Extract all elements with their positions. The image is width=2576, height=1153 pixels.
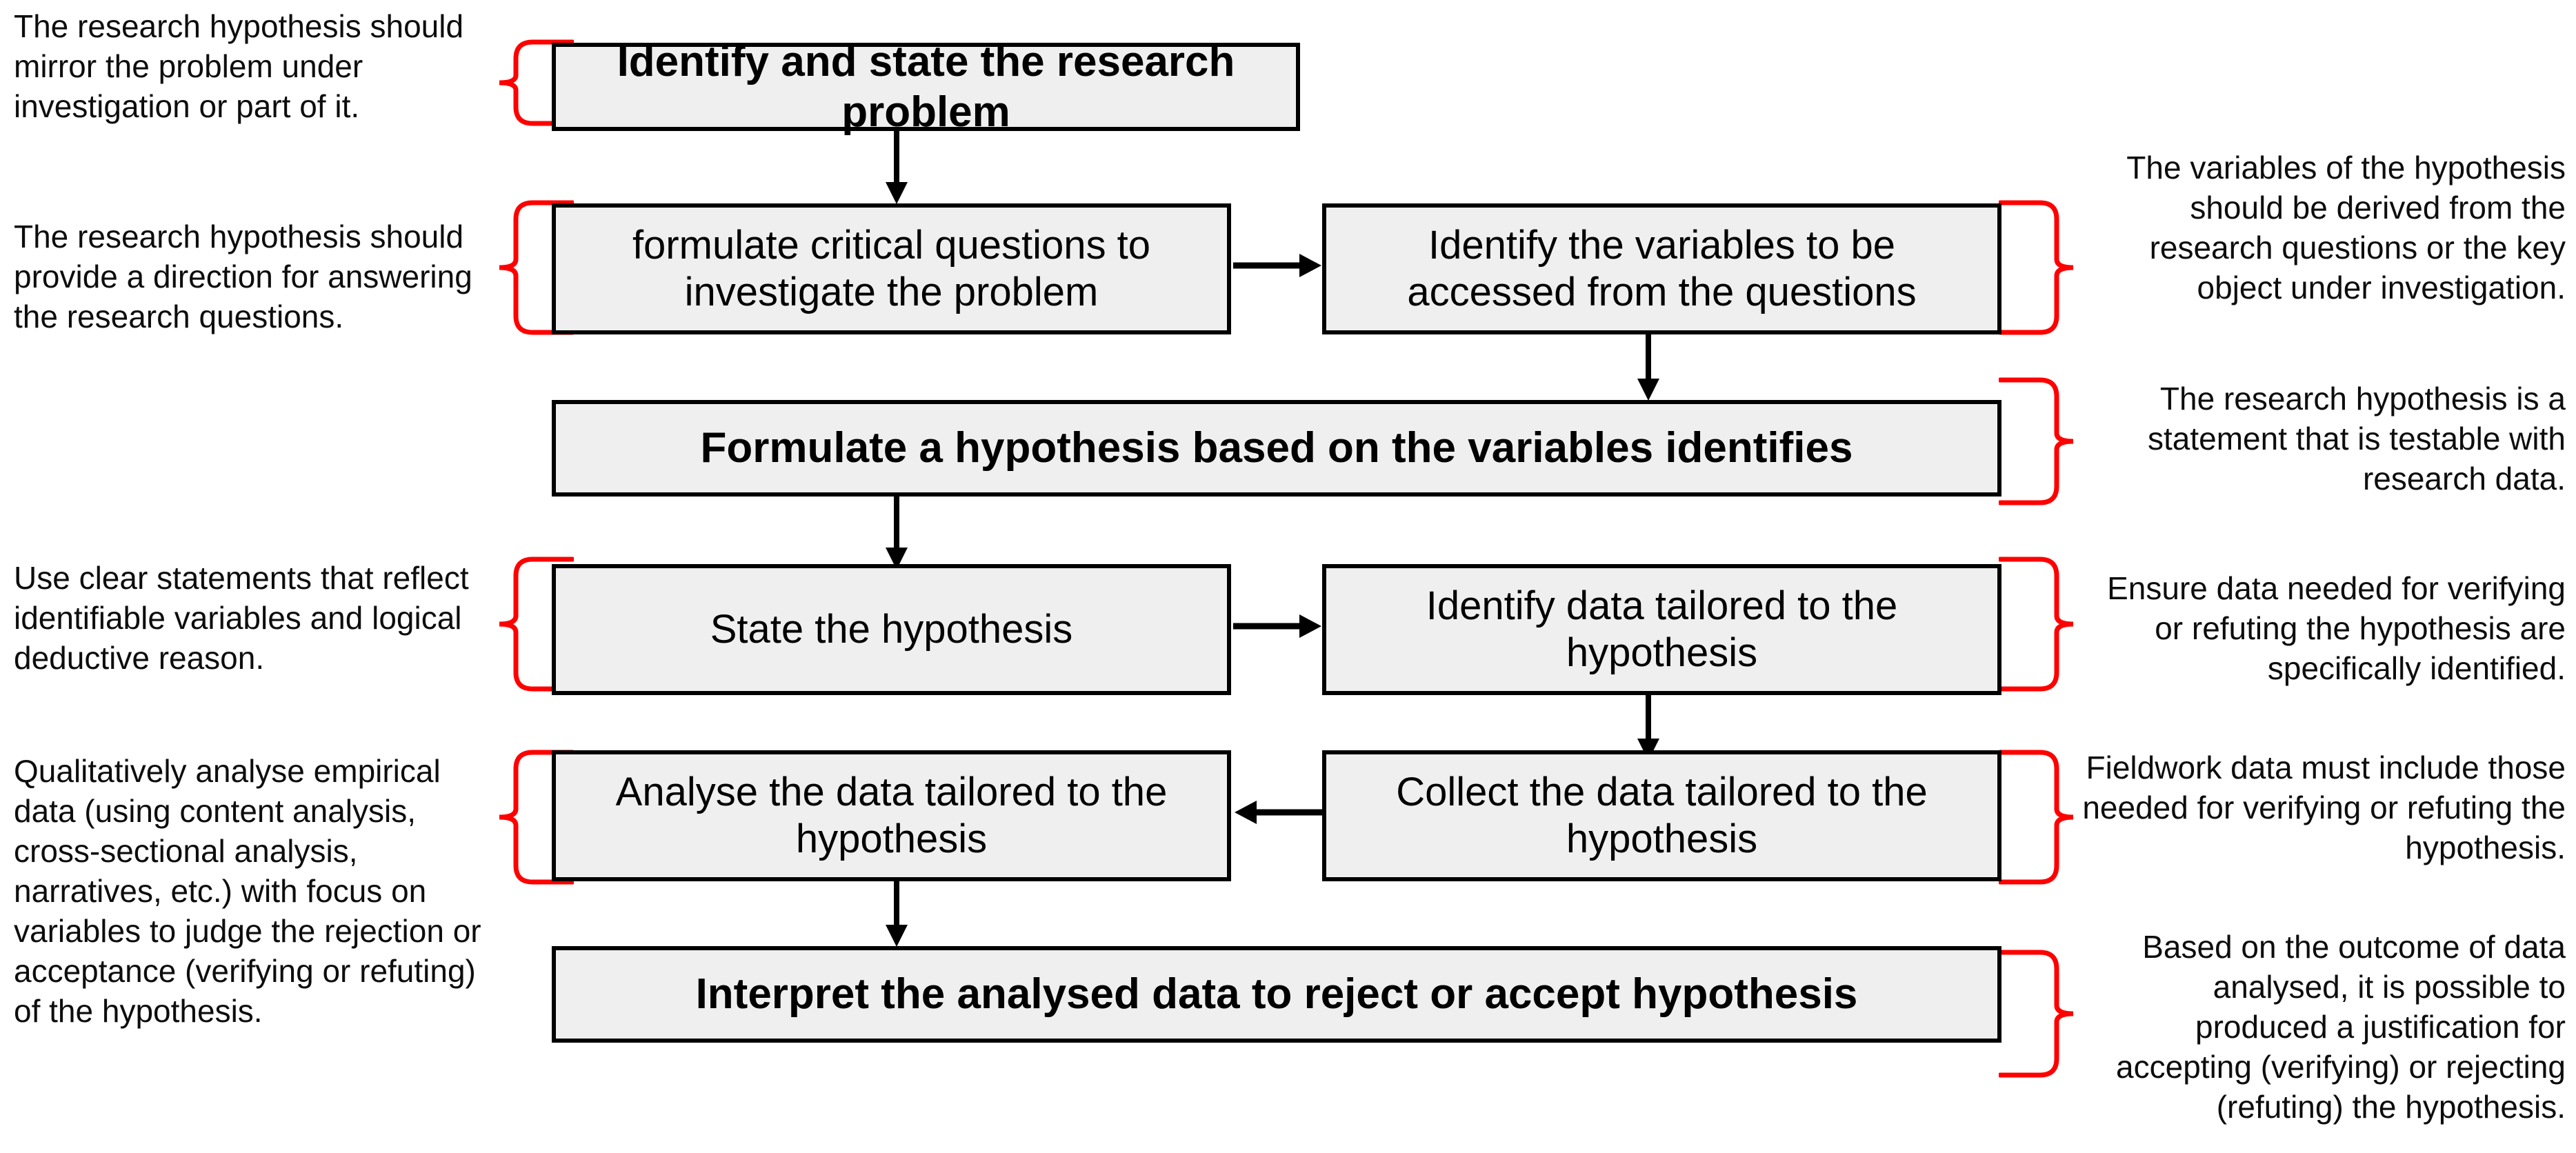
- brace-right-1: [1999, 200, 2074, 335]
- annotation-fieldwork-data: Fieldwork data must include those needed…: [2082, 750, 2566, 865]
- flow-box-collect-data[interactable]: Collect the data tailored to the hypothe…: [1322, 750, 2001, 881]
- arrow-hypothesis-to-state: [886, 495, 908, 570]
- arrow-collect-to-analyse: [1235, 801, 1323, 824]
- flow-box-label: State the hypothesis: [710, 606, 1073, 652]
- brace-right-2: [1999, 377, 2074, 505]
- flow-box-label: Identify data tailored to the hypothesis: [1426, 583, 1898, 675]
- brace-right-3: [1999, 557, 2074, 692]
- flow-box-identify-variables[interactable]: Identify the variables to be accessed fr…: [1322, 203, 2001, 334]
- brace-right-4: [1999, 750, 2074, 885]
- annotation-clear-statements: Use clear statements that reflect identi…: [14, 560, 469, 676]
- flow-box-label: Identify and state the research problem: [617, 37, 1235, 136]
- arrow-questions-to-variables: [1233, 254, 1321, 277]
- flow-box-label: Identify the variables to be accessed fr…: [1407, 222, 1917, 314]
- flow-box-label: Interpret the analysed data to reject or…: [695, 970, 1858, 1019]
- flow-box-formulate-hypothesis[interactable]: Formulate a hypothesis based on the vari…: [552, 400, 2001, 497]
- flow-box-label: formulate critical questions to investig…: [632, 222, 1151, 314]
- arrow-analyse-to-interpret: [886, 872, 908, 947]
- brace-right-5: [1999, 950, 2074, 1078]
- annotation-variables-derived: The variables of the hypothesis should b…: [2126, 150, 2566, 305]
- annotation-justification: Based on the outcome of data analysed, i…: [2116, 929, 2566, 1125]
- annotation-mirror-problem: The research hypothesis should mirror th…: [14, 8, 464, 124]
- annotation-testable-statement: The research hypothesis is a statement t…: [2148, 381, 2566, 497]
- arrow-variables-to-hypothesis: [1637, 326, 1659, 401]
- annotation-ensure-data: Ensure data needed for verifying or refu…: [2107, 570, 2566, 686]
- arrow-state-to-identify-data: [1233, 614, 1321, 638]
- annotation-provide-direction: The research hypothesis should provide a…: [14, 219, 472, 334]
- flow-box-interpret-data[interactable]: Interpret the analysed data to reject or…: [552, 946, 2001, 1043]
- flow-box-label: Formulate a hypothesis based on the vari…: [700, 424, 1853, 472]
- flow-box-state-hypothesis[interactable]: State the hypothesis: [552, 564, 1231, 695]
- flow-box-formulate-questions[interactable]: formulate critical questions to investig…: [552, 203, 1231, 334]
- flow-box-label: Collect the data tailored to the hypothe…: [1396, 769, 1928, 861]
- flow-box-identify-data[interactable]: Identify data tailored to the hypothesis: [1322, 564, 2001, 695]
- flow-box-label: Analyse the data tailored to the hypothe…: [615, 769, 1168, 861]
- arrow-problem-to-questions: [886, 130, 908, 204]
- flow-box-analyse-data[interactable]: Analyse the data tailored to the hypothe…: [552, 750, 1231, 881]
- flow-box-identify-problem[interactable]: Identify and state the research problem: [552, 38, 1300, 136]
- annotation-qualitative-analysis: Qualitatively analyse empirical data (us…: [14, 753, 481, 1029]
